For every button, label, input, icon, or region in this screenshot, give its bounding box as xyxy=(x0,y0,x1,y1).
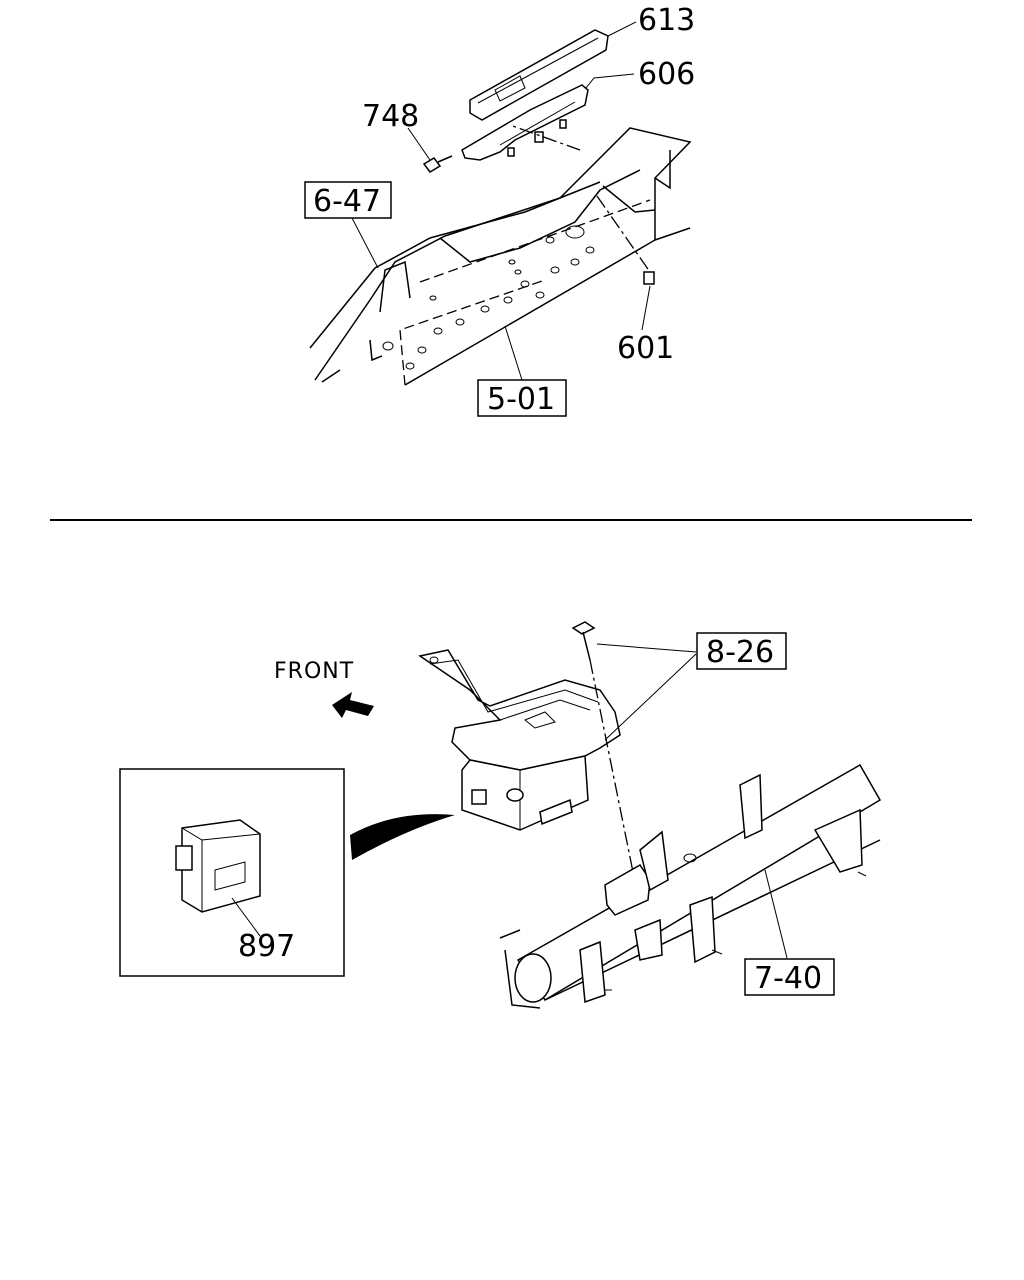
reference-box-5-01: 5-01 xyxy=(477,379,567,417)
reference-box-6-47: 6-47 xyxy=(304,181,392,219)
reference-8-26: 8-26 xyxy=(706,635,774,670)
detail-pointer-arrow xyxy=(350,814,455,860)
reference-6-47: 6-47 xyxy=(313,184,381,219)
reference-5-01: 5-01 xyxy=(487,382,555,417)
reference-box-7-40: 7-40 xyxy=(744,958,835,996)
callout-748: 748 xyxy=(362,99,419,134)
front-arrow-icon xyxy=(332,692,374,718)
reference-7-40: 7-40 xyxy=(754,961,822,996)
detail-inset xyxy=(119,768,345,977)
callout-897: 897 xyxy=(238,929,295,964)
front-direction-label: FRONT xyxy=(274,659,354,684)
bottom-assembly-drawing xyxy=(418,621,882,1009)
top-assembly-drawing xyxy=(309,21,692,386)
callout-613: 613 xyxy=(638,3,695,38)
callout-606: 606 xyxy=(638,57,695,92)
callout-601: 601 xyxy=(617,331,674,366)
reference-box-8-26: 8-26 xyxy=(696,632,787,670)
